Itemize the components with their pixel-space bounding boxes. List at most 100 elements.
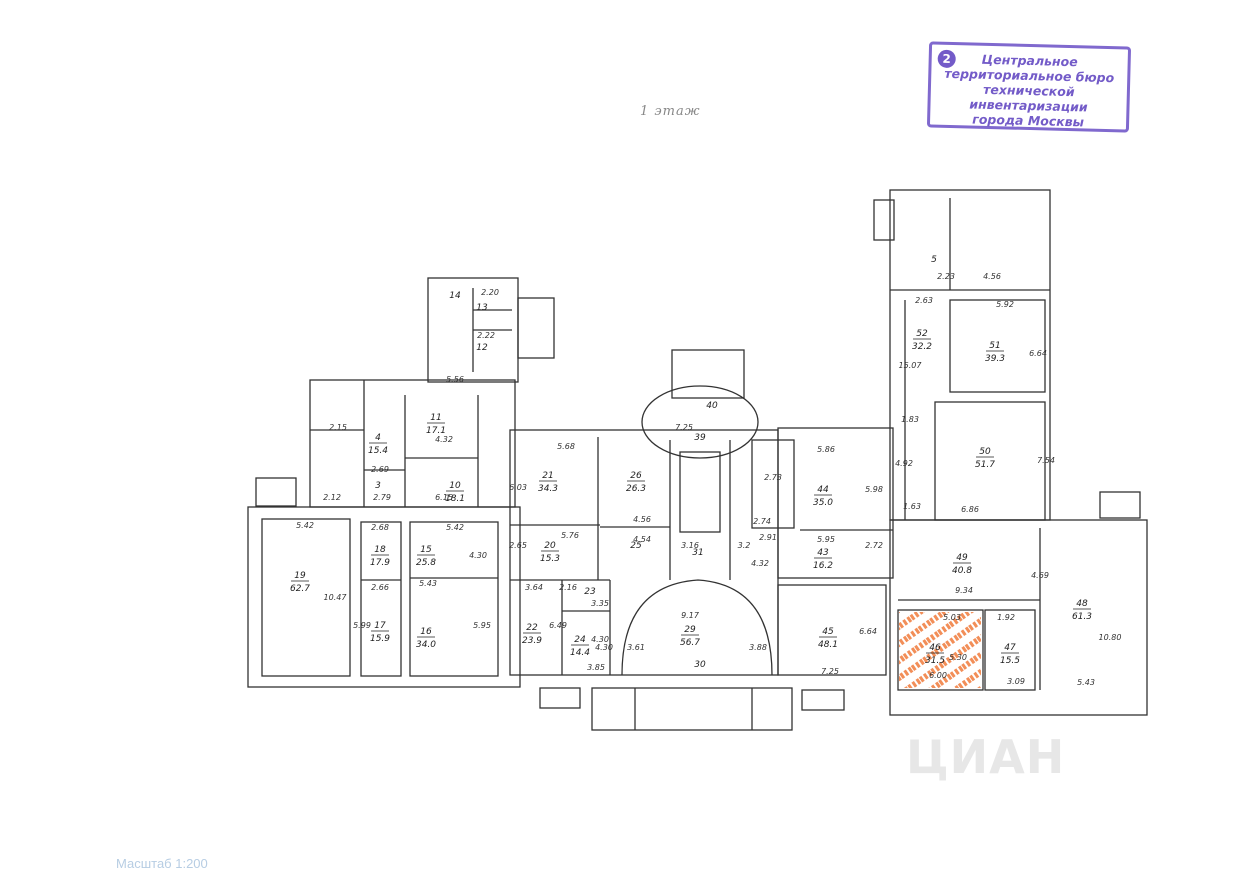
dimension-label: 2.69 (371, 465, 389, 474)
room-number: 43 (817, 548, 829, 558)
dimension-label: 3.88 (749, 643, 767, 652)
dimension-label: 4.92 (895, 459, 913, 468)
dimension-label: 5.86 (817, 445, 835, 454)
dimension-label: 7.25 (821, 667, 839, 676)
room-number: 5 (931, 255, 937, 265)
dimension-label: 3.16 (681, 541, 699, 550)
room-number: 52 (916, 329, 928, 339)
dimension-label: 5.68 (557, 442, 575, 451)
room-area: 26.3 (626, 484, 646, 494)
dimension-label: 2.66 (371, 583, 389, 592)
dimension-labels: 5.4210.472.682.665.995.435.425.954.302.1… (296, 272, 1121, 687)
room-area: 14.4 (570, 648, 590, 658)
dimension-label: 5.98 (865, 485, 883, 494)
dimension-label: 6.15 (435, 493, 453, 502)
room-area: 15.3 (540, 554, 560, 564)
dimension-label: 2.16 (559, 583, 577, 592)
room-area: 34.3 (538, 484, 558, 494)
room-area: 32.2 (912, 342, 932, 352)
dimension-label: 4.54 (633, 535, 651, 544)
room-number: 40 (706, 401, 718, 411)
dimension-label: 10.80 (1099, 633, 1122, 642)
room-number: 14 (449, 291, 461, 301)
dimension-label: 5.95 (817, 535, 835, 544)
dimension-label: 3.61 (627, 643, 645, 652)
room-number: 19 (294, 571, 306, 581)
room-number: 20 (544, 541, 556, 551)
dimension-label: 2.22 (477, 331, 495, 340)
room-number: 29 (684, 625, 696, 635)
dimension-label: 5.95 (473, 621, 491, 630)
dimension-label: 4.30 (595, 643, 613, 652)
bti-stamp: 2 Центральное территориальное бюро техни… (926, 41, 1132, 133)
room-number: 23 (584, 587, 596, 597)
dimension-label: 3.85 (587, 663, 605, 672)
dimension-label: 10.47 (324, 593, 348, 602)
room-area: 15.9 (370, 634, 390, 644)
dimension-label: 2.72 (865, 541, 883, 550)
dimension-label: 9.34 (955, 586, 973, 595)
room-number: 47 (1004, 643, 1016, 653)
room-number: 12 (476, 343, 488, 353)
dimension-label: 4.69 (1031, 571, 1049, 580)
room-number: 22 (526, 623, 538, 633)
room-area: 39.3 (985, 354, 1005, 364)
room-number: 26 (630, 471, 642, 481)
room-number: 15 (420, 545, 432, 555)
dimension-label: 4.30 (591, 635, 609, 644)
dimension-label: 2.15 (329, 423, 347, 432)
dimension-label: 6.03 (509, 483, 527, 492)
dimension-label: 15.07 (899, 361, 923, 370)
room-area: 15.5 (1000, 656, 1020, 666)
dimension-label: 6.00 (929, 671, 947, 680)
dimension-label: 2.91 (759, 533, 777, 542)
dimension-label: 6.64 (859, 627, 877, 636)
room-number: 31 (692, 548, 703, 558)
dimension-label: 2.23 (937, 272, 955, 281)
room-area: 25.8 (416, 558, 436, 568)
dimension-label: 4.32 (751, 559, 769, 568)
room-number: 21 (542, 471, 553, 481)
room-area: 18.1 (445, 494, 465, 504)
highlight-room-46 (899, 612, 981, 688)
dimension-label: 2.65 (509, 541, 527, 550)
room-number: 51 (989, 341, 1000, 351)
dimension-label: 1.63 (903, 502, 921, 511)
dimension-label: 1.83 (901, 415, 919, 424)
dimension-label: 5.42 (296, 521, 314, 530)
building-outline (247, 189, 1148, 731)
dimension-label: 5.43 (419, 579, 437, 588)
room-number: 10 (449, 481, 461, 491)
dimension-label: 3.64 (525, 583, 543, 592)
dimension-label: 2.73 (764, 473, 782, 482)
dimension-label: 3.09 (1007, 677, 1025, 686)
room-number: 49 (956, 553, 968, 563)
dimension-label: 5.42 (446, 523, 464, 532)
dimension-label: 2.20 (481, 288, 499, 297)
room-number: 16 (420, 627, 432, 637)
dimension-label: 4.30 (469, 551, 487, 560)
room-area: 23.9 (522, 636, 542, 646)
room-area: 34.0 (416, 640, 436, 650)
room-area: 62.7 (290, 584, 310, 594)
dimension-label: 5.43 (1077, 678, 1095, 687)
room-number: 44 (817, 485, 829, 495)
dimension-label: 2.12 (323, 493, 341, 502)
dimension-label: 1.92 (997, 613, 1015, 622)
dimension-label: 3.2 (738, 541, 751, 550)
dimension-label: 5.03 (943, 613, 961, 622)
dimension-label: 5.99 (353, 621, 371, 630)
dimension-label: 6.86 (961, 505, 979, 514)
room-area: 17.1 (426, 426, 446, 436)
room-area: 16.2 (813, 561, 833, 571)
room-labels: 1962.71817.91715.91525.81634.0415.431117… (290, 255, 1092, 670)
room-number: 24 (574, 635, 586, 645)
floor-title: 1 этаж (640, 104, 701, 119)
dimension-label: 5.30 (949, 653, 967, 662)
dimension-label: 6.64 (1029, 349, 1047, 358)
room-number: 50 (979, 447, 991, 457)
room-number: 3 (375, 481, 381, 491)
dimension-label: 2.63 (915, 296, 933, 305)
dimension-label: 4.32 (435, 435, 453, 444)
